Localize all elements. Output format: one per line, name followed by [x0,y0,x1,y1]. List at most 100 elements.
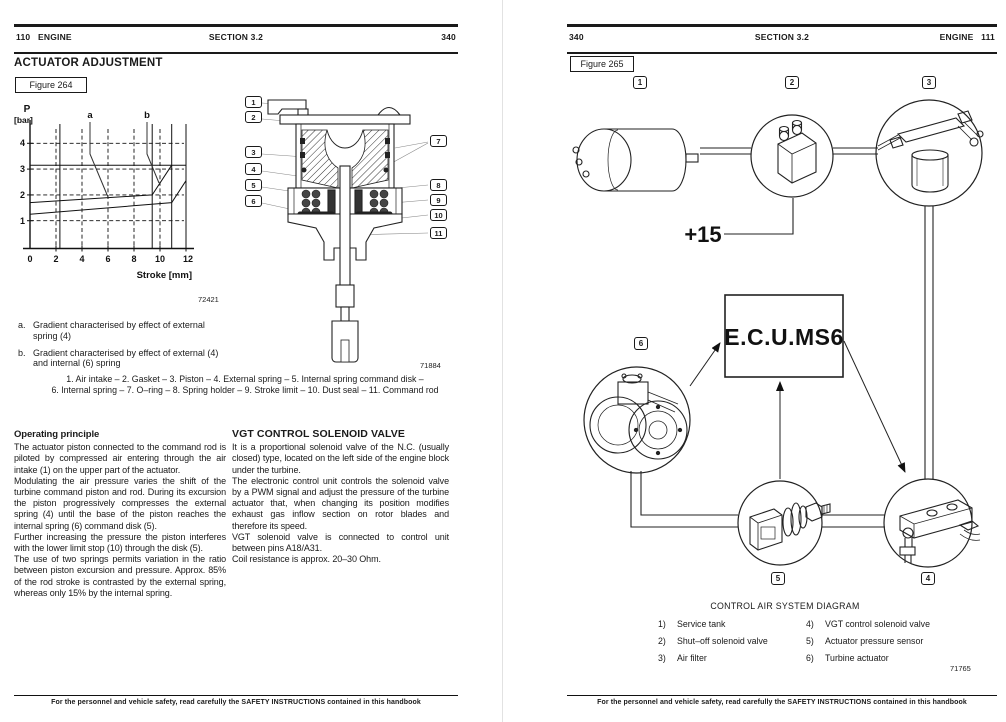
callout-6: 6 [245,195,262,207]
callout-8: 8 [430,179,447,191]
xtick-4: 4 [79,254,84,264]
page-seam [502,0,503,722]
legend-num-6: 6) [806,653,814,663]
annotation-a: a [87,110,93,121]
vgt-valve-section: VGT CONTROL SOLENOID VALVE It is a propo… [232,428,449,565]
legend-label-3: Air filter [677,653,707,663]
legend-label-1: Service tank [677,619,726,629]
xtick-6: 6 [105,254,110,264]
legend-num-1: 1) [658,619,666,629]
legend-num-4: 4) [806,619,814,629]
vgt-paragraph: It is a proportional solenoid valve of t… [232,442,449,475]
xtick-12: 12 [183,254,193,264]
x-axis-label: Stroke [mm] [137,270,192,281]
legend-label-6: Turbine actuator [825,653,889,663]
chart-figure-code: 72421 [198,295,219,304]
left-header-left: 110 ENGINE [16,32,72,42]
left-header-rule-bottom [14,52,458,54]
component-badge-6: 6 [634,337,648,350]
ecu-label: E.C.U.MS6 [724,324,844,350]
actuator-caption: 1. Air intake – 2. Gasket – 3. Piston – … [25,374,465,396]
power-feed-line [724,198,794,235]
service-tank-drawing [572,128,699,192]
actuator-body [267,99,411,363]
xtick-0: 0 [27,254,32,264]
operating-paragraph: Further increasing the pressure the pist… [14,531,226,554]
turbine-actuator-drawing [583,366,691,474]
xtick-8: 8 [131,254,136,264]
figure-265-label: Figure 265 [570,56,634,72]
left-page-header: 110 ENGINE SECTION 3.2 340 [14,32,458,46]
ytick-2: 2 [20,190,25,200]
note-a: a. Gradient characterised by effect of e… [18,320,230,342]
callout-4: 4 [245,163,262,175]
right-page-footer: For the personnel and vehicle safety, re… [567,695,997,706]
callout-10: 10 [430,209,447,221]
legend-item-4: 4) VGT control solenoid valve [806,619,930,629]
pressure-sensor-drawing [737,480,831,566]
callout-3: 3 [245,146,262,158]
power-label: +15 [684,222,721,247]
legend-label-2: Shut–off solenoid valve [677,636,768,646]
operating-paragraph: The use of two springs permits variation… [14,554,226,598]
air-pipes [630,147,934,528]
note-b-text: Gradient characterised by effect of exte… [33,347,219,369]
vgt-paragraph: VGT solenoid valve is connected to contr… [232,531,449,554]
page-title: ACTUATOR ADJUSTMENT [14,57,163,69]
axis-ticks [27,142,187,252]
legend-label-5: Actuator pressure sensor [825,636,924,646]
callout-7: 7 [430,135,447,147]
actuator-cross-section-figure [261,99,429,363]
note-b: b. Gradient characterised by effect of e… [18,348,230,370]
caption-line-1: 1. Air intake – 2. Gasket – 3. Piston – … [66,374,424,384]
pressure-stroke-chart: P [bar] 1 2 3 4 0 2 4 6 8 10 12 Stroke [… [14,104,194,281]
xtick-10: 10 [155,254,165,264]
gradient-notes: a. Gradient characterised by effect of e… [18,320,230,375]
diagram-figure-code: 71765 [950,664,971,673]
shutoff-valve-drawing [750,114,834,198]
right-header-center: SECTION 3.2 [754,32,810,42]
vgt-valve-heading: VGT CONTROL SOLENOID VALVE [232,428,405,440]
callout-9: 9 [430,194,447,206]
operating-principle-heading: Operating principle [14,429,100,440]
legend-column-1: 1) Service tank 2) Shut–off solenoid val… [658,619,768,670]
left-header-right: 340 [441,32,456,42]
chart-gridlines-and-series [29,124,187,248]
left-header-rule-top [14,24,458,27]
left-header-center: SECTION 3.2 [208,32,264,42]
right-header-right: ENGINE 111 [939,32,995,42]
xtick-2: 2 [53,254,58,264]
right-header-rule-bottom [567,52,997,54]
legend-num-5: 5) [806,636,814,646]
actuator-figure-code: 71884 [420,361,441,370]
annotation-b: b [144,110,150,121]
callout-2: 2 [245,111,262,123]
callout-5: 5 [245,179,262,191]
signal-arrows [689,340,906,479]
figure-264-label: Figure 264 [15,77,87,93]
vgt-paragraph: Coil resistance is approx. 20–30 Ohm. [232,554,381,565]
component-badge-5: 5 [771,572,785,585]
legend-num-2: 2) [658,636,666,646]
operating-principle-section: Operating principle The actuator piston … [14,429,226,599]
legend-column-2: 4) VGT control solenoid valve 5) Actuato… [806,619,930,670]
note-a-id: a. [18,320,26,330]
note-b-id: b. [18,347,26,358]
right-page-header: 340 SECTION 3.2 ENGINE 111 [567,32,997,46]
legend-item-5: 5) Actuator pressure sensor [806,636,930,646]
annotation-leader-lines [89,122,160,198]
note-a-text: Gradient characterised by effect of exte… [33,320,205,341]
callout-1: 1 [245,96,262,108]
operating-paragraph: The actuator piston connected to the com… [14,442,226,475]
component-badge-3: 3 [922,76,936,89]
component-badge-4: 4 [921,572,935,585]
diagram-caption: CONTROL AIR SYSTEM DIAGRAM [710,601,860,611]
caption-line-2: 6. Internal spring – 7. O–ring – 8. Spri… [51,385,439,395]
air-filter-drawing [875,99,984,207]
component-badge-1: 1 [633,76,647,89]
ytick-4: 4 [20,138,25,148]
legend-item-2: 2) Shut–off solenoid valve [658,636,768,646]
legend-item-1: 1) Service tank [658,619,768,629]
y-axis-unit: [bar] [14,115,33,125]
